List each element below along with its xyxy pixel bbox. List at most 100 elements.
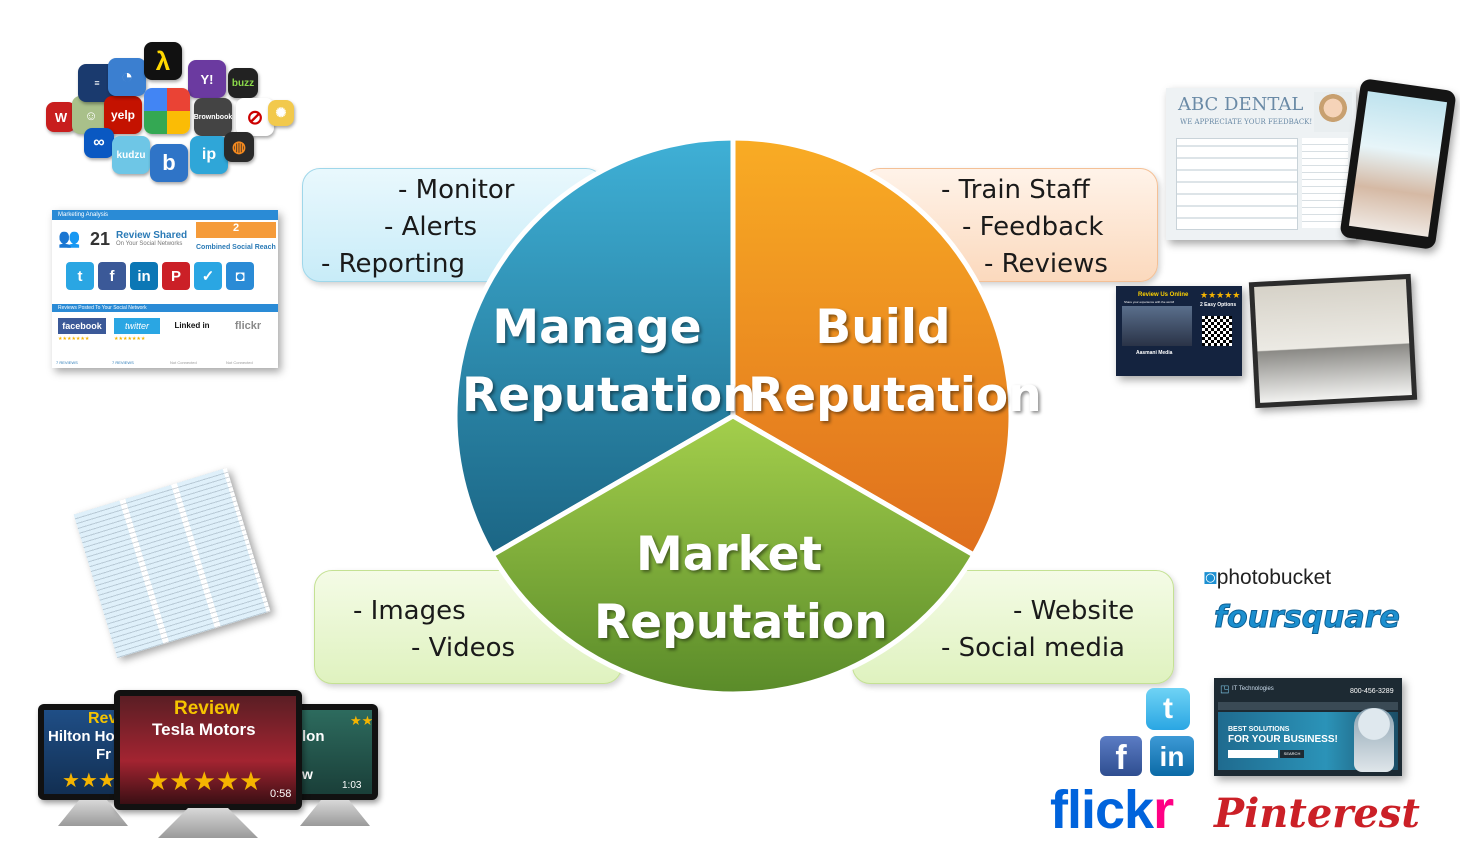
website-search-input	[1228, 750, 1278, 758]
flyer-people-photo	[1122, 306, 1192, 346]
left-video-stars: ★★★	[62, 770, 116, 792]
market-title: Market	[635, 527, 822, 582]
market-subtitle: Reputation	[594, 595, 888, 650]
yellowpages-icon: λ	[144, 42, 182, 80]
share-icons-row: t f in P ✓ ◘	[66, 262, 266, 292]
review-count-label: Review Shared	[116, 230, 188, 241]
manage-title: Manage	[492, 300, 702, 355]
market-item-images: - Images	[353, 596, 466, 626]
right-video-w: w	[302, 766, 313, 782]
wikidot-icon: W	[46, 102, 76, 132]
website-phone: 800-456-3289	[1350, 688, 1394, 695]
reach-badge: 2	[196, 222, 276, 238]
citysearch-icon: ◔	[108, 58, 146, 96]
network-linkedin: Linked in	[174, 321, 210, 330]
flickr-text-pink: r	[1153, 780, 1174, 840]
google-places-icon	[144, 88, 190, 134]
review-count: 21	[90, 229, 111, 249]
build-item-train-staff: - Train Staff	[941, 175, 1090, 205]
left-video-title: Hilton Ho	[48, 728, 115, 745]
wheel-segment-market	[489, 413, 977, 697]
center-video-stars: ★★★★★	[146, 766, 263, 796]
manage-item-monitor: - Monitor	[398, 175, 515, 205]
wheel-label-market: Market Reputation	[594, 521, 888, 657]
right-video-stars: ★★★★★	[350, 713, 372, 728]
flyer-title: Review Us Online	[1138, 292, 1189, 298]
dental-form-rows	[1176, 138, 1298, 230]
right-video-title: lon	[302, 728, 325, 745]
flyer-options: 2 Easy Options	[1200, 302, 1237, 308]
website-nav	[1218, 702, 1398, 710]
foursquare-logo: foursquare	[1214, 600, 1401, 636]
brownbook-icon: Brownbook	[194, 98, 232, 136]
market-item-social-media: - Social media	[941, 633, 1125, 663]
build-title: Build	[815, 300, 951, 355]
review-count-sub: On Your Social Networks	[116, 241, 183, 247]
linkedin-share-icon: in	[130, 262, 158, 290]
pinterest-share-icon: P	[162, 262, 190, 290]
tripadvisor-icon: ☺	[72, 96, 110, 134]
flyer-company: Aasmani Media	[1136, 350, 1173, 356]
network-twitter: twitter	[114, 318, 160, 334]
center-video-title: Tesla Motors	[152, 720, 256, 739]
market-item-videos: - Videos	[411, 633, 516, 663]
build-subtitle: Reputation	[748, 368, 1042, 423]
center-video-time: 0:58	[270, 788, 292, 800]
build-item-feedback: - Feedback	[962, 212, 1104, 242]
dental-side-panel	[1302, 138, 1348, 228]
network-facebook: facebook	[58, 318, 106, 334]
kudzu-icon: kudzu	[112, 136, 150, 174]
reviews-posted-header: Reviews Posted To Your Social Network	[52, 304, 278, 312]
camera-share-icon: ◘	[226, 262, 254, 290]
build-item-reviews: - Reviews	[984, 249, 1108, 279]
facebook-share-icon: f	[98, 262, 126, 290]
website-logo-icon: ◳	[1220, 684, 1230, 695]
website-brand: IT Technologies	[1232, 686, 1274, 692]
video-monitor-right: lon w ★★★★★ 1:03	[292, 704, 378, 800]
dental-title: ABC DENTAL	[1178, 94, 1304, 115]
dental-photo	[1314, 92, 1352, 132]
website-screenshot: ◳ IT Technologies 800-456-3289 BEST SOLU…	[1214, 678, 1402, 776]
wheel-label-build: Build Reputation	[748, 294, 1042, 430]
flyer-stars: ★★★★★	[1200, 290, 1241, 300]
wheel-segment-build	[730, 135, 1014, 558]
flyer-subtitle: Share your experience with the world!	[1124, 300, 1175, 304]
manage-item-alerts: - Alerts	[384, 212, 478, 242]
angies-icon: ⊘	[236, 98, 274, 136]
review-sites-cluster: W ☺ ≡ yelp ◔ λ Y! buzz Brownbook ⊘ ✺ ∞ k…	[40, 40, 300, 190]
status-twitter: 7 REVIEWS	[112, 360, 134, 365]
merchantcircle-icon: ◍	[224, 132, 254, 162]
bing-icon: b	[150, 144, 188, 182]
pinterest-logo: Pinterest	[1214, 790, 1420, 837]
photobucket-logo: ◙photobucket	[1204, 566, 1331, 590]
twitter-share-icon: t	[66, 262, 94, 290]
right-video-time: 1:03	[342, 780, 362, 791]
insiderpages-icon: ip	[190, 136, 228, 174]
facebook-logo-icon: f	[1100, 736, 1142, 777]
reach-label: Combined Social Reach	[196, 244, 276, 251]
market-item-website: - Website	[1013, 596, 1135, 626]
center-video-badge: Review	[174, 698, 240, 719]
yelp-icon: yelp	[104, 96, 142, 134]
network-flickr: flickr	[234, 320, 262, 332]
analysis-header: Marketing Analysis	[52, 210, 278, 220]
staff-training-photo	[1248, 273, 1418, 409]
wheel-segment-manage	[452, 135, 736, 558]
website-headline-2: FOR YOUR BUSINESS!	[1228, 734, 1338, 745]
facebook-stars: ★★★★★★★	[58, 336, 90, 342]
status-flickr: Not Connected	[226, 360, 253, 365]
website-robot-icon	[1354, 708, 1394, 772]
marketing-analysis-card: Marketing Analysis 👥 21 Review Shared On…	[52, 210, 278, 368]
twitter-stars: ★★★★★★★	[114, 336, 146, 342]
photobucket-text: photobucket	[1216, 566, 1332, 589]
ovi-icon: ∞	[84, 128, 114, 158]
website-search-button: SEARCH	[1280, 750, 1304, 758]
people-icon: 👥	[58, 228, 81, 248]
flyer-qr-code	[1202, 316, 1232, 346]
manage-subtitle: Reputation	[462, 368, 756, 423]
manage-item-reporting: - Reporting	[321, 249, 466, 279]
sunburst-icon: ✺	[268, 100, 294, 126]
video-monitor-center: Review Tesla Motors ★★★★★ 0:58	[114, 690, 302, 810]
left-video-badge: Rev	[88, 710, 118, 727]
